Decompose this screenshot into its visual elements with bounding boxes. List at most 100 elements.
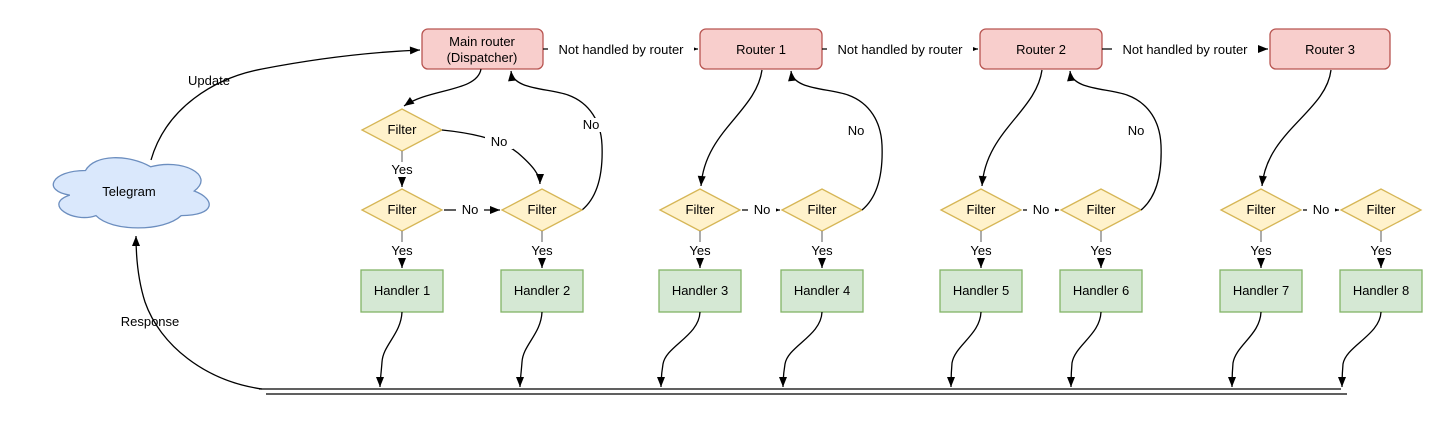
not-handled-label-bg-2: [827, 42, 973, 57]
response-edge: [132, 235, 263, 390]
g2-router-to-filter-edge: [697, 69, 763, 187]
yes-label-2: Yes: [531, 243, 553, 258]
g4-between-no-label: No: [1313, 202, 1330, 217]
handler-1-to-bus-edge: [376, 311, 403, 388]
not-handled-label-bg-1: [548, 42, 694, 57]
yes-bg-6: [1087, 244, 1115, 257]
g1-return-no-bg: [577, 118, 605, 132]
not-handled-label-1: Not handled by router: [558, 42, 684, 57]
g2-between-no-label: No: [754, 202, 771, 217]
handler-7-box: [1219, 269, 1303, 313]
g1-left-filter-diamond: [360, 188, 444, 232]
g3-right-filter-label: Filter: [1087, 202, 1117, 217]
g3-between-no-label: No: [1033, 202, 1050, 217]
update-label: Update: [188, 73, 230, 88]
g3-return-no-bg: [1122, 124, 1150, 138]
g1-top-filter-label: Filter: [388, 122, 418, 137]
update-edge: [150, 46, 421, 161]
g1-top-no-bg: [485, 135, 513, 149]
g4-router-to-filter-edge: [1258, 69, 1332, 187]
g3-router-to-filter-edge: [978, 69, 1043, 187]
handler-2-to-bus-edge: [516, 311, 543, 388]
router-3-box: [1269, 28, 1391, 70]
yes-label-6: Yes: [1090, 243, 1112, 258]
handler-8-label: Handler 8: [1353, 283, 1409, 298]
g3-return-no-label: No: [1128, 123, 1145, 138]
g1-dispatcher-to-filter-edge: [403, 68, 482, 107]
handler-4-box: [780, 269, 864, 313]
g1-right-filter-diamond: [500, 188, 584, 232]
yes-bg-8: [1367, 244, 1395, 257]
handler-6-label: Handler 6: [1073, 283, 1129, 298]
g2-return-no-label: No: [848, 123, 865, 138]
handler-5-label: Handler 5: [953, 283, 1009, 298]
handler-4-label: Handler 4: [794, 283, 850, 298]
not-handled-label-bg-3: [1112, 42, 1258, 57]
handler-5-box: [939, 269, 1023, 313]
g2-left-filter-label: Filter: [686, 202, 716, 217]
handler-8-box: [1339, 269, 1423, 313]
g1-return-no-label: No: [583, 117, 600, 132]
g1-left-filter-label: Filter: [388, 202, 418, 217]
g2-right-filter-label: Filter: [808, 202, 838, 217]
g4-left-filter-label: Filter: [1247, 202, 1277, 217]
g1-return-no-edge: [508, 70, 603, 211]
g1-between-no-bg: [456, 203, 484, 217]
not-handled-label-2: Not handled by router: [837, 42, 963, 57]
g4-right-filter-diamond: [1339, 188, 1423, 232]
yes-label-8: Yes: [1370, 243, 1392, 258]
response-label: Response: [121, 314, 180, 329]
yes-bg-5: [967, 244, 995, 257]
handler-7-label: Handler 7: [1233, 283, 1289, 298]
handler-3-box: [658, 269, 742, 313]
handler-6-to-bus-edge: [1067, 311, 1102, 388]
handler-5-to-bus-edge: [947, 311, 982, 388]
yes-label-4: Yes: [811, 243, 833, 258]
yes-label-5: Yes: [970, 243, 992, 258]
handler-3-to-bus-edge: [657, 311, 701, 388]
yes-label-7: Yes: [1250, 243, 1272, 258]
g3-between-no-bg: [1027, 203, 1055, 217]
g3-left-filter-label: Filter: [967, 202, 997, 217]
yes-bg-2: [528, 244, 556, 257]
g1-between-no-label: No: [462, 202, 479, 217]
handler-2-label: Handler 2: [514, 283, 570, 298]
g4-left-filter-diamond: [1219, 188, 1303, 232]
router-3-label: Router 3: [1305, 42, 1355, 57]
yes-label-1: Yes: [391, 243, 413, 258]
yes-connectors: Yes Yes Yes Yes Yes Yes Yes Yes: [388, 231, 1395, 268]
handler-1-box: [360, 269, 444, 313]
g3-left-filter-diamond: [939, 188, 1023, 232]
handler-4-to-bus-edge: [779, 311, 823, 388]
g2-return-no-edge: [788, 70, 883, 211]
telegram-cloud-label: Telegram: [102, 184, 155, 199]
main-router-label-line1: Main router: [449, 34, 515, 49]
yes-bg-7: [1247, 244, 1275, 257]
not-handled-label-3: Not handled by router: [1122, 42, 1248, 57]
g4-between-no-bg: [1307, 203, 1335, 217]
router-1-label: Router 1: [736, 42, 786, 57]
yes-bg-1: [388, 244, 416, 257]
g1-top-yes-bg: [388, 164, 416, 177]
telegram-cloud: [52, 157, 210, 229]
g2-between-no-bg: [748, 203, 776, 217]
yes-label-3: Yes: [689, 243, 711, 258]
g1-top-no-edge: [441, 129, 544, 185]
handler-1-label: Handler 1: [374, 283, 430, 298]
g1-top-no-label: No: [491, 134, 508, 149]
g2-return-no-bg: [842, 124, 870, 138]
yes-bg-3: [686, 244, 714, 257]
handler-3-label: Handler 3: [672, 283, 728, 298]
router-2-label: Router 2: [1016, 42, 1066, 57]
yes-bg-4: [808, 244, 836, 257]
handler-7-to-bus-edge: [1228, 311, 1262, 388]
handler-6-box: [1059, 269, 1143, 313]
g3-return-no-edge: [1067, 70, 1162, 211]
main-router-label-line2: (Dispatcher): [447, 50, 518, 65]
g2-left-filter-diamond: [658, 188, 742, 232]
g4-right-filter-label: Filter: [1367, 202, 1397, 217]
g1-right-filter-label: Filter: [528, 202, 558, 217]
g1-top-yes-label: Yes: [391, 162, 413, 177]
